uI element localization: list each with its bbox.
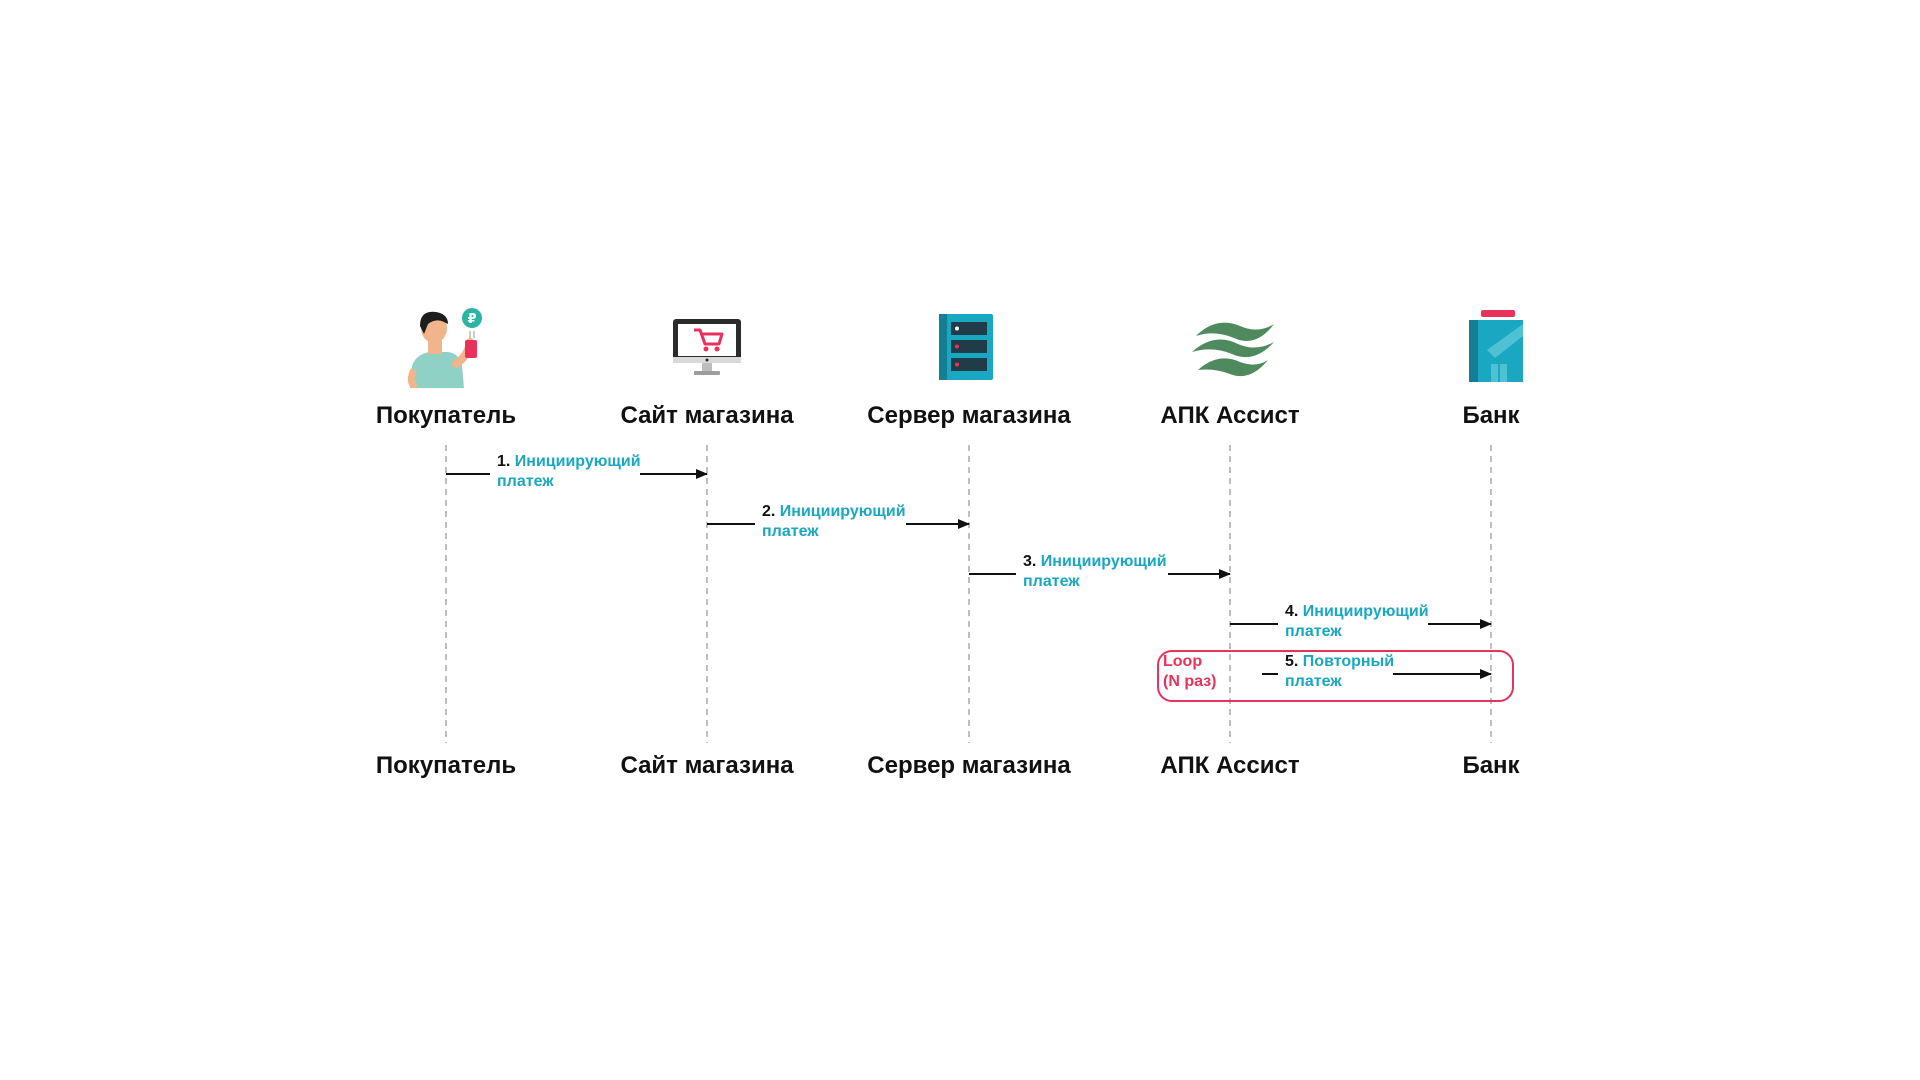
loop-label-line2: (N раз) — [1163, 673, 1217, 690]
person-with-phone-icon: ₽ — [407, 308, 482, 388]
message-text-line2: платеж — [497, 473, 554, 490]
actor-label-top-customer: Покупатель — [375, 402, 517, 429]
message-label-3: 3. Инициирующий платеж — [1023, 552, 1167, 592]
message-text-line2: платеж — [762, 523, 819, 540]
message-text-line2: платеж — [1285, 673, 1342, 690]
monitor-cart-icon — [673, 319, 741, 375]
message-text-line2: платеж — [1023, 573, 1080, 590]
actor-label-bottom-shop-server: Сервер магазина — [867, 752, 1071, 779]
message-text: Инициирующий — [1040, 553, 1167, 570]
message-text: Инициирующий — [1302, 603, 1429, 620]
actor-label-bottom-assist: АПК Ассист — [1160, 752, 1300, 779]
assist-logo-icon — [1192, 322, 1274, 377]
message-number: 5. — [1285, 653, 1299, 670]
message-text-line2: платеж — [1285, 623, 1342, 640]
actor-label-top-assist: АПК Ассист — [1160, 402, 1300, 429]
message-text: Инициирующий — [514, 453, 641, 470]
loop-frame — [1157, 650, 1514, 702]
message-label-4: 4. Инициирующий платеж — [1285, 602, 1429, 642]
actor-label-bottom-bank: Банк — [1462, 752, 1520, 779]
server-rack-icon — [939, 314, 993, 380]
message-number: 3. — [1023, 553, 1037, 570]
actor-label-bottom-customer: Покупатель — [375, 752, 517, 779]
actor-label-bottom-shop-site: Сайт магазина — [620, 752, 794, 779]
message-label-5: 5. Повторный платеж — [1285, 652, 1394, 692]
actor-label-top-bank: Банк — [1462, 402, 1520, 429]
message-number: 1. — [497, 453, 511, 470]
message-text: Инициирующий — [779, 503, 906, 520]
svg-text:₽: ₽ — [467, 312, 476, 327]
message-label-2: 2. Инициирующий платеж — [762, 502, 906, 542]
message-label-1: 1. Инициирующий платеж — [497, 452, 641, 492]
message-number: 2. — [762, 503, 776, 520]
message-number: 4. — [1285, 603, 1299, 620]
bank-building-icon — [1469, 310, 1523, 382]
actor-label-top-shop-server: Сервер магазина — [867, 402, 1071, 429]
actor-label-top-shop-site: Сайт магазина — [620, 402, 794, 429]
loop-label: Loop (N раз) — [1163, 652, 1216, 692]
message-text: Повторный — [1302, 653, 1395, 670]
loop-label-line1: Loop — [1163, 653, 1203, 670]
